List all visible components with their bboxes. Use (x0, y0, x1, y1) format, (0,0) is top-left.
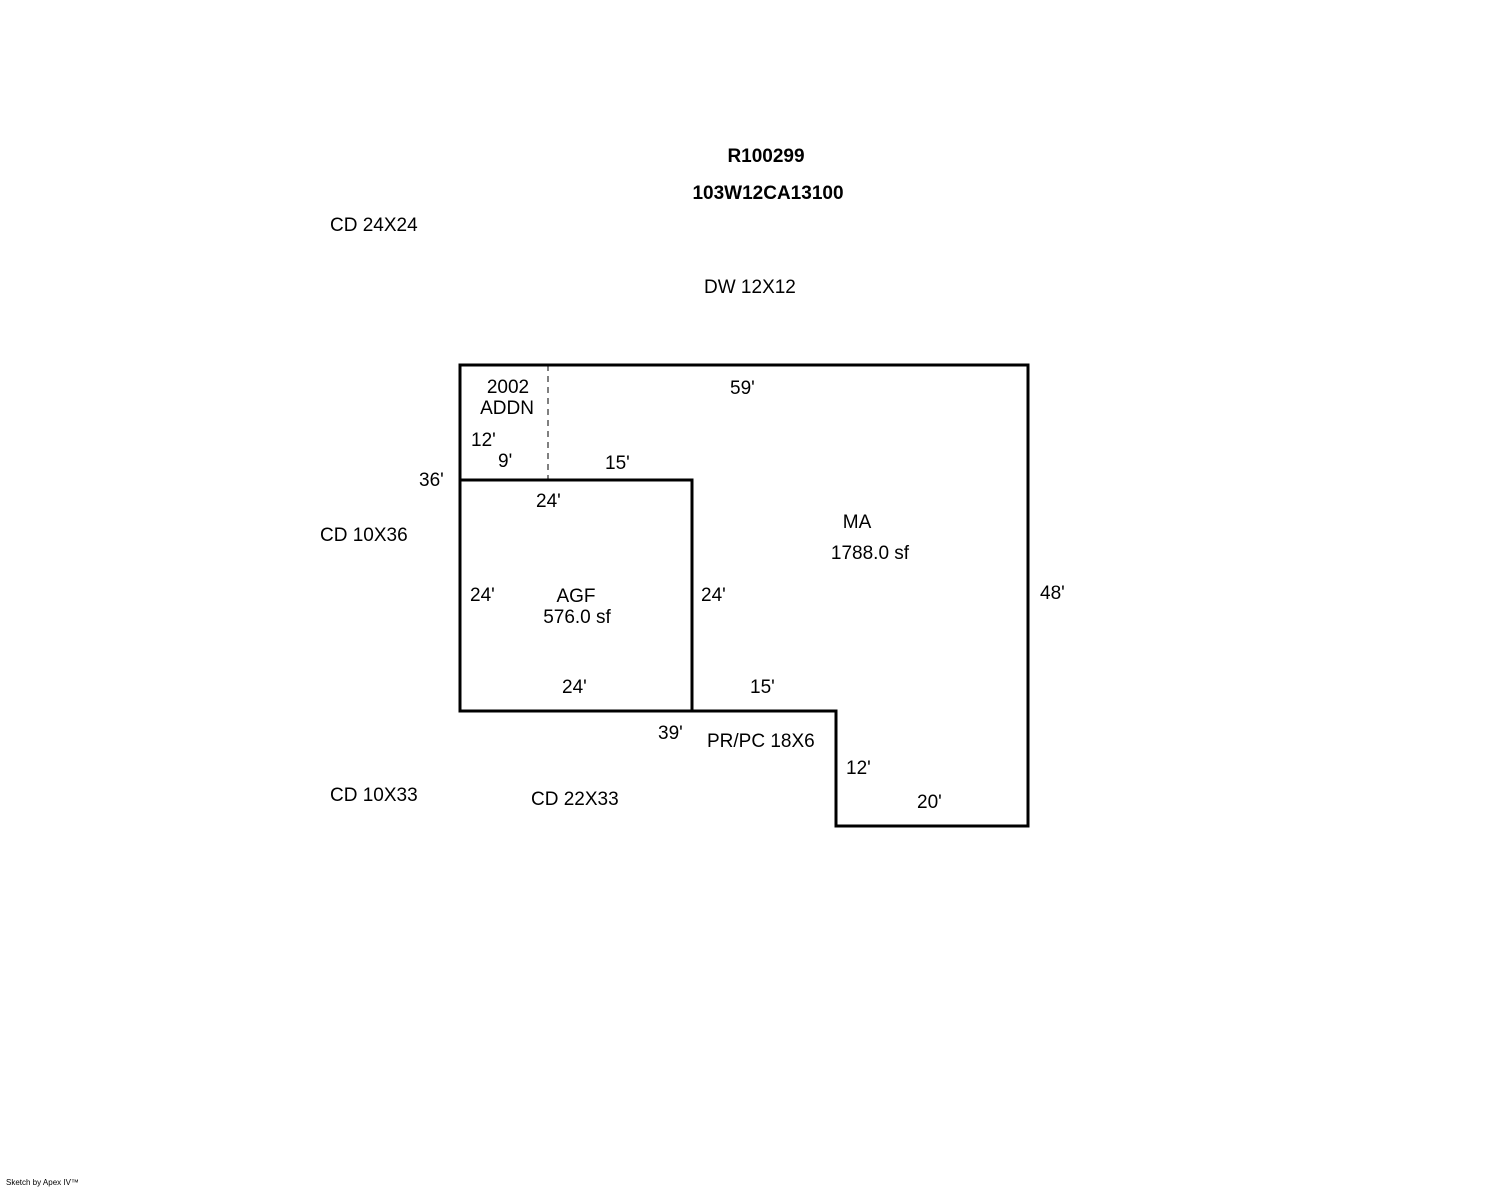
dim-mid-15-top: 15' (605, 453, 630, 474)
dim-top-59: 59' (730, 378, 755, 399)
dim-garage-bottom-24: 24' (562, 677, 587, 698)
dim-bottom-39: 39' (658, 723, 683, 744)
dim-mid-15-bottom: 15' (750, 677, 775, 698)
garage-code: AGF (556, 586, 596, 607)
main-area-outline (458, 363, 1030, 828)
garage-outline (458, 478, 694, 713)
cd-left-label: CD 10X36 (320, 525, 408, 546)
cd-top-label: CD 24X24 (330, 215, 418, 236)
addition-year-label: 2002 (486, 377, 530, 398)
dim-notch-12: 12' (846, 758, 871, 779)
dw-label: DW 12X12 (704, 277, 796, 298)
parcel-id: R100299 (727, 146, 805, 167)
main-area-size: 1788.0 sf (830, 543, 910, 564)
dim-bottom-20: 20' (917, 792, 942, 813)
dim-garage-top-24: 24' (536, 491, 561, 512)
cd-bottom-mid-label: CD 22X33 (531, 789, 619, 810)
cd-bottom-left-label: CD 10X33 (330, 785, 418, 806)
main-area-code: MA (842, 512, 872, 533)
dim-addn-12: 12' (471, 430, 496, 451)
addition-code-label: ADDN (480, 398, 534, 419)
map-number: 103W12CA13100 (692, 183, 844, 204)
garage-size: 576.0 sf (543, 607, 611, 628)
dim-addn-9: 9' (498, 451, 513, 472)
porch-label: PR/PC 18X6 (707, 731, 815, 752)
sketch-credit: Sketch by Apex IV™ (6, 1178, 79, 1187)
dim-left-36: 36' (419, 470, 444, 491)
dim-right-48: 48' (1040, 583, 1065, 604)
dim-garage-left-24: 24' (470, 585, 495, 606)
dim-garage-right-24: 24' (701, 585, 726, 606)
